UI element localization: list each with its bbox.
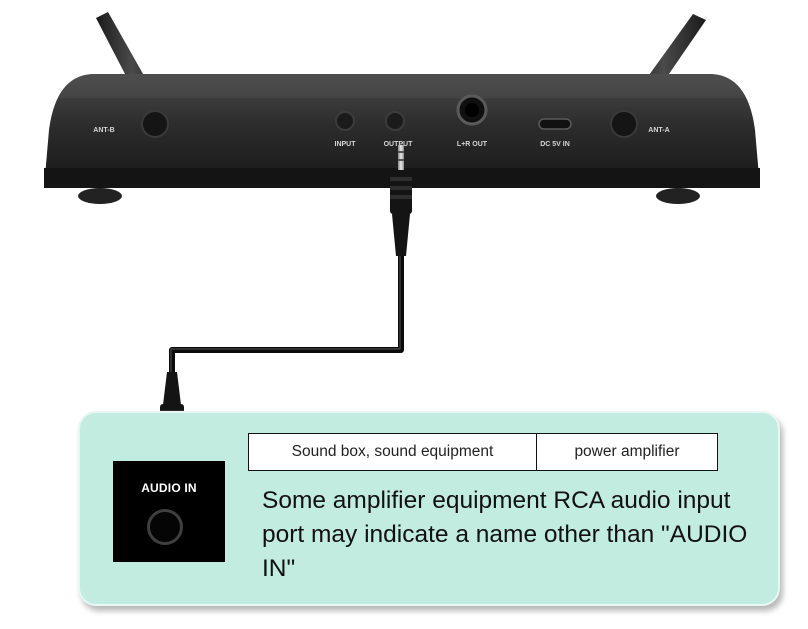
port-label-ant-b: ANT-B (93, 127, 114, 134)
dc-in-port (538, 118, 572, 130)
port-label-ant-a: ANT-A (648, 127, 669, 134)
port-label-output: OUTPUT (384, 141, 414, 148)
audio-cable (169, 254, 404, 375)
antenna-b-connector (141, 110, 169, 138)
port-label-input: INPUT (335, 141, 357, 148)
audio-in-port-box: AUDIO IN (113, 461, 225, 562)
port-label-dc-in: DC 5V IN (540, 141, 570, 148)
device-foot-right (656, 188, 700, 204)
audio-in-label: AUDIO IN (141, 481, 197, 495)
device-foot-left (78, 188, 122, 204)
port-label-lr-out: L+R OUT (457, 141, 488, 148)
receiver-device: ANT-B INPUT OUTPUT L+R OUT DC 5V IN ANT-… (44, 74, 760, 204)
equipment-cell-power-amplifier: power amplifier (574, 443, 680, 460)
lr-out-jack-hole (465, 103, 479, 117)
top-audio-plug (390, 145, 412, 256)
equipment-table: Sound box, sound equipment power amplifi… (248, 433, 718, 471)
output-jack (385, 111, 405, 131)
antenna-a-connector (610, 110, 638, 138)
input-jack (335, 111, 355, 131)
equipment-cell-sound-box: Sound box, sound equipment (249, 434, 537, 470)
audio-in-jack-icon (147, 509, 183, 545)
rca-note-text: Some amplifier equipment RCA audio input… (262, 487, 748, 582)
